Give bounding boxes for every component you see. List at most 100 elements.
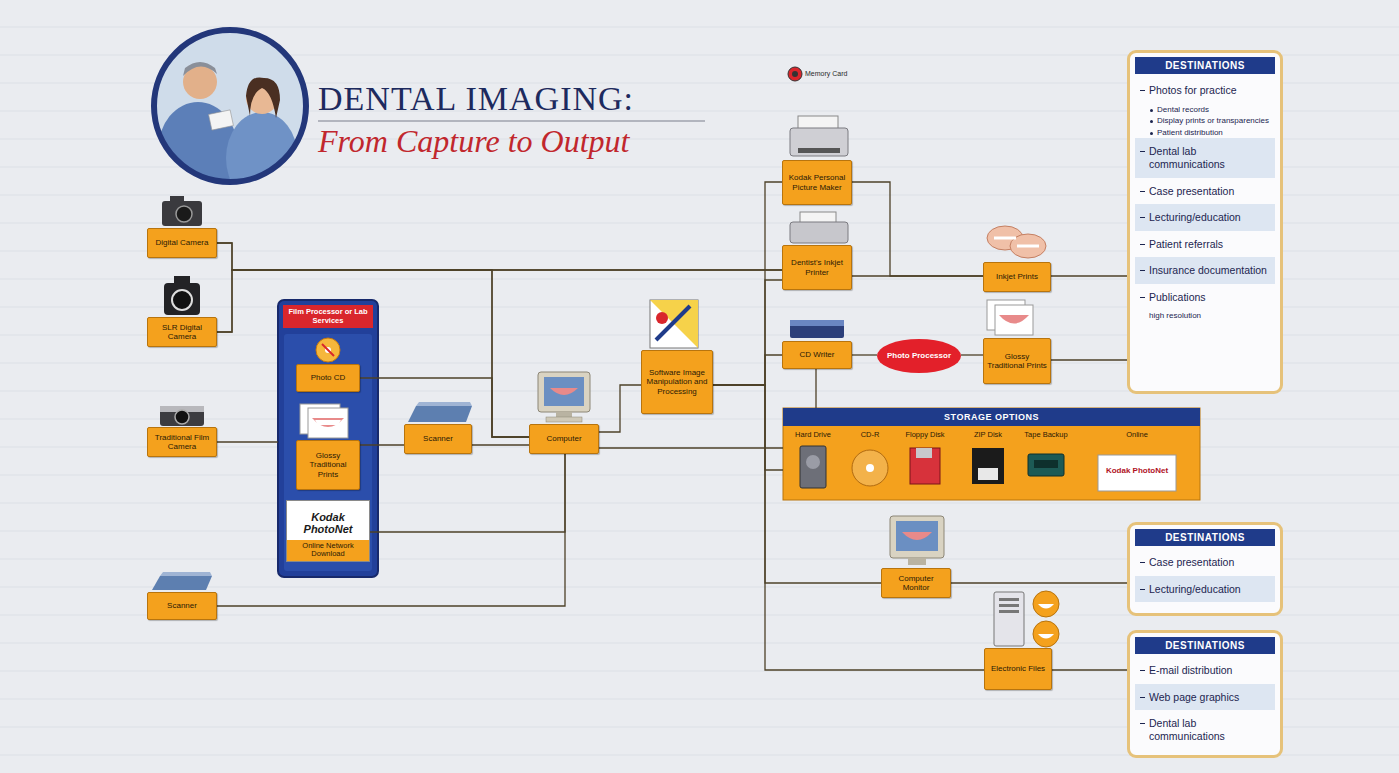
destination-item: Lecturing/education	[1135, 204, 1275, 231]
logo-text: Kodak PhotoNet	[1100, 467, 1174, 476]
destination-item: Case presentation	[1135, 549, 1275, 576]
box-text: Scanner	[408, 434, 468, 443]
process-ellipse: Photo Processor	[877, 339, 961, 373]
monitor-icon	[890, 516, 944, 565]
band-heading: STORAGE OPTIONS	[783, 408, 1200, 426]
box-text: Computer	[533, 434, 595, 443]
destination-item: Patient referrals	[1135, 231, 1275, 258]
storage-label: Online	[1108, 431, 1166, 439]
destination-box: DESTINATIONS Case presentationLecturing/e…	[1127, 522, 1283, 616]
connector	[713, 182, 782, 385]
subtitle: From Capture to Output	[318, 124, 629, 159]
box-text: Traditional Film Camera	[151, 433, 213, 451]
storage-body	[783, 408, 1200, 500]
destination-heading: DESTINATIONS	[1135, 529, 1275, 546]
storage-band: STORAGE OPTIONS	[783, 408, 1200, 500]
device-box: Electronic Files	[984, 648, 1052, 690]
connector	[217, 270, 782, 332]
connector	[815, 369, 816, 408]
digital-camera-icon	[162, 196, 202, 226]
destination-item: Web page graphics	[1135, 684, 1275, 711]
device-box: Scanner	[147, 592, 217, 620]
server-icon	[994, 591, 1059, 647]
device-box: Computer Monitor	[881, 568, 951, 598]
inkjet-prints-icon	[987, 226, 1046, 258]
storage-icons	[800, 446, 1176, 491]
connector	[217, 243, 782, 270]
destination-item: Insurance documentation	[1135, 257, 1275, 284]
connector	[1052, 669, 1127, 670]
connector	[852, 182, 983, 276]
connector	[217, 270, 529, 437]
connector	[713, 385, 984, 670]
device-box: Inkjet Prints	[983, 262, 1051, 292]
box-text: Computer Monitor	[885, 574, 947, 592]
connector	[599, 385, 641, 432]
connector	[713, 280, 782, 385]
connector	[713, 385, 783, 470]
device-box: Computer	[529, 424, 599, 454]
diagram-title: DENTAL IMAGING:	[318, 82, 634, 116]
storage-label: CD-R	[843, 431, 897, 439]
destination-subitem: Patient distribution	[1135, 127, 1275, 139]
device-box: Scanner	[404, 424, 472, 454]
printer-icon	[790, 212, 848, 243]
destination-item: E-mail distribution	[1135, 657, 1275, 684]
storage-label: Hard Drive	[786, 431, 840, 439]
computer-icon	[538, 372, 590, 422]
connector	[713, 355, 782, 385]
printer-icon	[790, 116, 848, 156]
connector	[360, 444, 404, 445]
box-text: Dentist's Inkjet Printer	[786, 258, 848, 276]
connector	[961, 354, 983, 355]
connector	[217, 243, 529, 437]
box-text: Digital Camera	[151, 238, 213, 247]
storage-label: Floppy Disk	[898, 431, 952, 439]
destination-item: Lecturing/education	[1135, 576, 1275, 603]
destination-box: DESTINATIONS Photos for practiceDental re…	[1127, 50, 1283, 394]
connector	[1051, 359, 1127, 360]
device-box: Traditional Film Camera	[147, 427, 217, 457]
connector	[599, 447, 783, 448]
memory-card-icon	[788, 67, 802, 81]
storage-label: ZIP Disk	[961, 431, 1015, 439]
box-text: Electronic Files	[988, 664, 1048, 673]
destination-item: Dental lab communications	[1135, 138, 1275, 177]
cd-writer-icon	[790, 320, 844, 338]
prints-icon	[987, 300, 1033, 335]
storage-label: Tape Backup	[1018, 431, 1074, 439]
connector	[852, 354, 877, 355]
connector	[217, 454, 565, 606]
service-panel: Film Processor or Lab ServicesPhoto CD Gl…	[278, 300, 378, 577]
panel-inner	[284, 334, 372, 571]
device-box: CD Writer	[782, 341, 852, 369]
logo-box: Kodak PhotoNetOnline Network Download	[286, 500, 370, 562]
part-label: Memory Card	[805, 70, 847, 78]
box-text: CD Writer	[786, 350, 848, 359]
destination-item: Case presentation	[1135, 178, 1275, 205]
destination-heading: DESTINATIONS	[1135, 57, 1275, 74]
destination-subitem: Dental records	[1135, 104, 1275, 116]
destination-item: Dental lab communications	[1135, 710, 1275, 749]
prints-icon	[300, 404, 348, 438]
connector	[852, 275, 983, 276]
box-text: Glossy Traditional Prints	[987, 352, 1047, 370]
box-text: Glossy Traditional Prints	[300, 451, 356, 479]
destination-item: Photos for practice	[1135, 77, 1275, 104]
device-box: Kodak Personal Picture Maker	[782, 160, 852, 205]
header-photo	[150, 30, 310, 204]
photo-cd-icon	[316, 338, 340, 362]
destination-heading: DESTINATIONS	[1135, 637, 1275, 654]
device-box: SLR Digital Camera	[147, 317, 217, 347]
box-text: Inkjet Prints	[987, 272, 1047, 281]
box-text: Photo CD	[300, 373, 356, 382]
connector	[472, 444, 529, 445]
device-box: Digital Camera	[147, 228, 217, 258]
slr-camera-icon	[164, 276, 200, 315]
scanner-icon	[152, 572, 212, 590]
connector	[217, 441, 278, 442]
destination-item: Publications	[1135, 284, 1275, 311]
panel-heading: Film Processor or Lab Services	[283, 305, 373, 328]
software-icon	[650, 300, 698, 348]
